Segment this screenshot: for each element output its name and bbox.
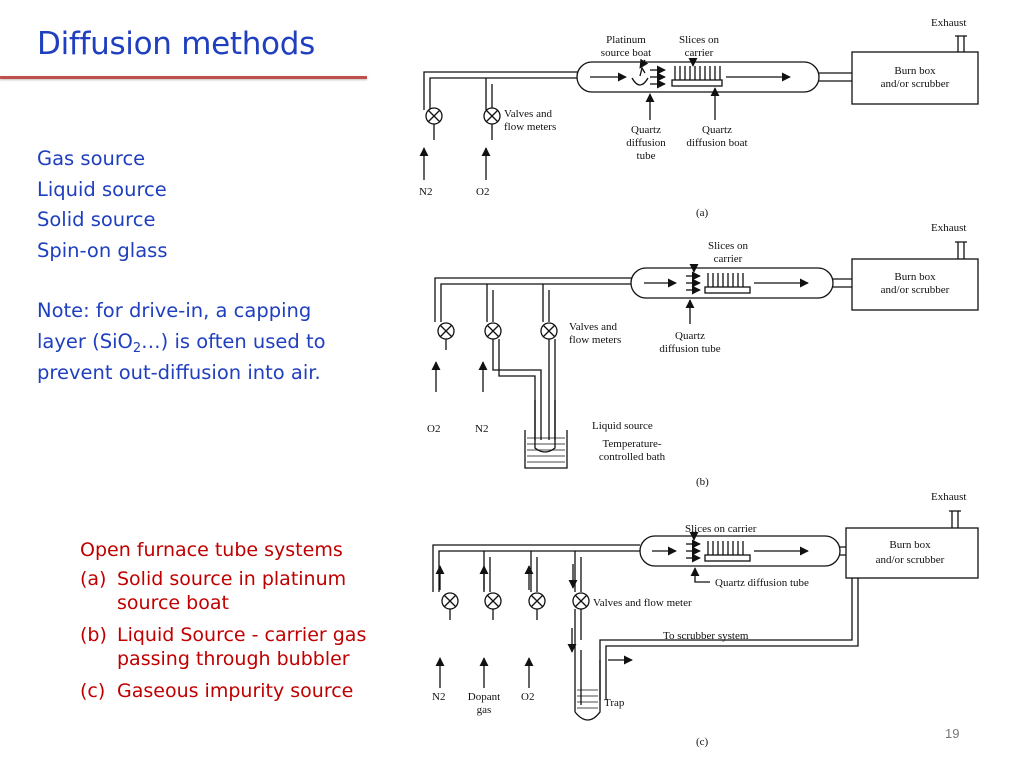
burn-box-label-a: and/or scrubber [881, 78, 950, 90]
burn-box-label-a: Burn box [894, 65, 936, 77]
source-item-solid: Solid source [37, 208, 156, 231]
burn-box-label-b: Burn box [894, 271, 936, 283]
pipe-main-b [434, 277, 632, 322]
bath-b [524, 430, 568, 469]
burn-box-b [851, 258, 979, 311]
diagram-c [432, 510, 979, 721]
slices-a [674, 66, 721, 80]
slices-label-b: Slices on [708, 240, 749, 252]
quartz-tube-label-a: Quartz [631, 124, 661, 136]
burn-box-c [845, 527, 979, 579]
gas-o2-label-b: O2 [427, 423, 440, 435]
quartz-tube-label-a: tube [637, 150, 656, 162]
caption-item-c: (c) Gaseous impurity source [80, 679, 400, 703]
valves-label-a: flow meters [504, 121, 556, 133]
source-item-gas: Gas source [37, 147, 146, 170]
gas-n2-label-a: N2 [419, 186, 432, 198]
bath-label: controlled bath [599, 451, 666, 463]
note-subscript: 2 [132, 341, 142, 356]
source-item-liquid: Liquid source [37, 177, 167, 201]
gas-dopant-label-c: Dopant [468, 691, 500, 703]
exhaust-label-c: Exhaust [931, 491, 966, 503]
pipe-main-c [432, 544, 640, 592]
scrubber-label-c: To scrubber system [663, 630, 749, 642]
platinum-boat-a [631, 77, 649, 86]
caption-text: Gaseous impurity source [117, 680, 354, 702]
caption-letter: (c) [80, 680, 106, 702]
gas-o2-label-c: O2 [521, 691, 534, 703]
exhaust-label-a: Exhaust [931, 17, 966, 29]
diagram-label-a: (a) [696, 207, 709, 219]
diagram-c-labels: Exhaust Burn box and/or scrubber Slices … [432, 491, 966, 748]
diagram-b [431, 241, 979, 469]
caption-item-a: (a) Solid source in platinum source boat [80, 567, 400, 615]
valves-label-c: Valves and flow meter [593, 597, 692, 609]
carrier-a [671, 79, 723, 87]
burn-box-label-c: and/or scrubber [876, 554, 945, 566]
diagram-a [419, 35, 979, 180]
carrier-b [704, 286, 751, 294]
caption-block: Open furnace tube systems (a) Solid sourc… [80, 536, 400, 711]
diagram-a-labels: Exhaust Burn box and/or scrubber Platinu… [419, 17, 966, 219]
diagram-label-b: (b) [696, 476, 709, 488]
caption-item-b: (b) Liquid Source - carrier gas passing t… [80, 623, 400, 671]
bath-label: Temperature- [602, 438, 661, 450]
quartz-boat-label: Quartz [702, 124, 732, 136]
quartz-tube-label-b: diffusion tube [659, 343, 720, 355]
slices-label-b: carrier [714, 253, 743, 265]
pipe-o2-a [485, 78, 493, 110]
caption-text: Solid source in platinum source boat [117, 568, 347, 614]
caption-text: Liquid Source - carrier gas passing thro… [117, 624, 367, 670]
gas-n2-label-b: N2 [475, 423, 488, 435]
trap-label-c: Trap [604, 697, 625, 709]
quartz-tube-label-a: diffusion [626, 137, 666, 149]
valves-label-a: Valves and [504, 108, 552, 120]
quartz-tube-label-b: Quartz [675, 330, 705, 342]
slices-label-a: Slices on [679, 34, 720, 46]
exhaust-label-b: Exhaust [931, 222, 966, 234]
exhaust-pipe-a [955, 35, 967, 52]
source-item-spin-on-glass: Spin-on glass [37, 238, 168, 262]
caption-letter: (b) [80, 624, 107, 646]
title-underline [0, 76, 367, 79]
valves-label-b: Valves and [569, 321, 617, 333]
quartz-boat-label: diffusion boat [686, 137, 747, 149]
liquid-lines-b [527, 437, 565, 463]
note-text-2: …) is often used to prevent out-diffusio… [37, 330, 326, 384]
source-list: Gas source Liquid source Solid source Sp… [37, 143, 167, 265]
slices-label-c: Slices on carrier [685, 523, 757, 535]
slide-title: Diffusion methods [37, 26, 315, 62]
gas-o2-label-a: O2 [476, 186, 489, 198]
quartz-tube-label-c: Quartz diffusion tube [715, 577, 809, 589]
carrier-c [704, 554, 751, 562]
note-text-1: Note: for drive-in, a capping layer (SiO [37, 299, 312, 353]
quartz-tube-b [630, 267, 834, 299]
platinum-boat-label: Platinum [606, 34, 646, 46]
pipe-main-a [423, 71, 578, 110]
platinum-boat-label: source boat [601, 47, 651, 59]
pipe-out-a [819, 72, 852, 82]
burn-box-a [851, 51, 979, 105]
bubbler-b [534, 400, 556, 453]
page-number: 19 [945, 726, 960, 741]
gas-n2-label-c: N2 [432, 691, 445, 703]
valves-label-b: flow meters [569, 334, 621, 346]
caption-letter: (a) [80, 568, 107, 590]
gas-dopant-label-c: gas [477, 704, 492, 716]
caption-heading: Open furnace tube systems [80, 539, 343, 561]
liquid-source-label: Liquid source [592, 420, 653, 432]
burn-box-label-c: Burn box [889, 539, 931, 551]
diagram-label-c: (c) [696, 736, 709, 748]
diagram-b-labels: Exhaust Burn box and/or scrubber Slices … [427, 222, 966, 488]
capping-layer-note: Note: for drive-in, a capping layer (SiO… [37, 295, 357, 388]
slices-label-a: carrier [685, 47, 714, 59]
burn-box-label-b: and/or scrubber [881, 284, 950, 296]
